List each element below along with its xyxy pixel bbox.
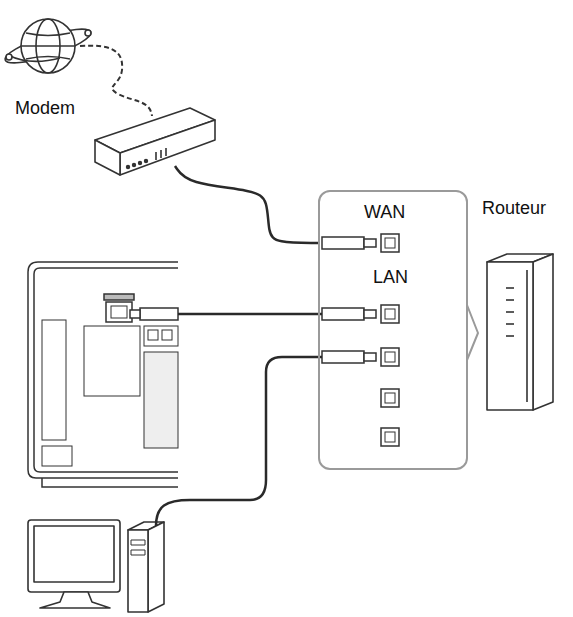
computer (28, 520, 164, 612)
av-receiver-part (34, 268, 178, 472)
computer-part (28, 520, 120, 592)
router-ports-part (381, 389, 399, 407)
ethernet-plug-part (364, 239, 376, 247)
ethernet-plug-part (322, 308, 364, 320)
router-box: Routeur (478, 198, 570, 414)
av-receiver-part (104, 294, 134, 300)
modem-device-part (120, 120, 215, 175)
router-ports-part (381, 428, 399, 446)
modem-device-part (165, 148, 167, 156)
modem-box: Modem (10, 95, 222, 166)
computer-part (34, 526, 114, 582)
internet-globe-part (21, 45, 75, 47)
router-device-part (506, 323, 514, 325)
router-ports-part (385, 432, 395, 442)
internet-globe-part (26, 57, 70, 60)
internet-globe-part (6, 54, 12, 60)
router-ports-part (381, 348, 399, 366)
modem-device-part (139, 162, 142, 165)
computer-part (128, 530, 148, 612)
av-receiver-part (162, 330, 172, 340)
router-device-part (506, 299, 514, 301)
computer-part (40, 592, 110, 608)
router-ports-part (385, 352, 395, 362)
node-label: Routeur (482, 198, 546, 219)
router-ports-part (381, 234, 399, 252)
av-receiver-part (28, 262, 178, 478)
ethernet-plug-part (322, 351, 364, 363)
modem-device-part (127, 166, 130, 169)
av-receiver-part (144, 352, 178, 448)
router-device-part (487, 262, 533, 410)
computer-cable (156, 357, 322, 526)
ethernet-plug (130, 308, 178, 320)
node-label: WAN (364, 202, 405, 223)
port-panel: WAN LAN (318, 190, 468, 470)
modem-device (95, 108, 215, 175)
router-device-part (506, 335, 514, 337)
av-receiver (28, 262, 178, 487)
receiver-cable (178, 313, 322, 316)
computer-part (131, 550, 145, 555)
modem-device-part (155, 152, 157, 160)
ethernet-plug-part (140, 308, 178, 320)
modem-device-part (133, 164, 136, 167)
ethernet-plug-part (130, 310, 140, 318)
av-receiver-part (84, 326, 140, 396)
internet-link (80, 46, 152, 116)
router-device-part (533, 254, 553, 410)
internet-globe-part (26, 33, 70, 36)
router-device-part (506, 287, 514, 289)
internet-globe-part (85, 30, 91, 36)
network-cable (175, 166, 318, 243)
callout-wedge (467, 305, 478, 360)
modem-device-part (145, 160, 148, 163)
av-receiver-part (106, 302, 132, 322)
av-receiver-part (144, 326, 178, 346)
internet-globe-part (21, 19, 75, 73)
node-label: Modem (15, 98, 75, 119)
router-ports-part (381, 305, 399, 323)
node-label: LAN (373, 267, 408, 288)
av-receiver-part (42, 446, 72, 466)
modem-device-part (95, 140, 120, 175)
ethernet-plug-part (322, 237, 364, 249)
computer-part (148, 522, 164, 612)
av-receiver-part (42, 478, 178, 487)
computer-part (131, 540, 145, 545)
router-device-part (526, 270, 528, 402)
router-ports-part (385, 393, 395, 403)
modem-device-part (160, 150, 162, 158)
av-receiver-part (111, 306, 127, 318)
av-receiver-part (148, 330, 158, 340)
ethernet-plug-part (364, 310, 376, 318)
router-ports (381, 234, 399, 446)
router-ports-part (385, 309, 395, 319)
router-device-part (506, 311, 514, 313)
ethernet-plug-part (364, 353, 376, 361)
router-ports-part (385, 238, 395, 248)
internet-globe-part (8, 55, 60, 61)
av-receiver-part (42, 320, 66, 440)
ethernet-plug (322, 237, 376, 363)
router-device (487, 254, 553, 410)
